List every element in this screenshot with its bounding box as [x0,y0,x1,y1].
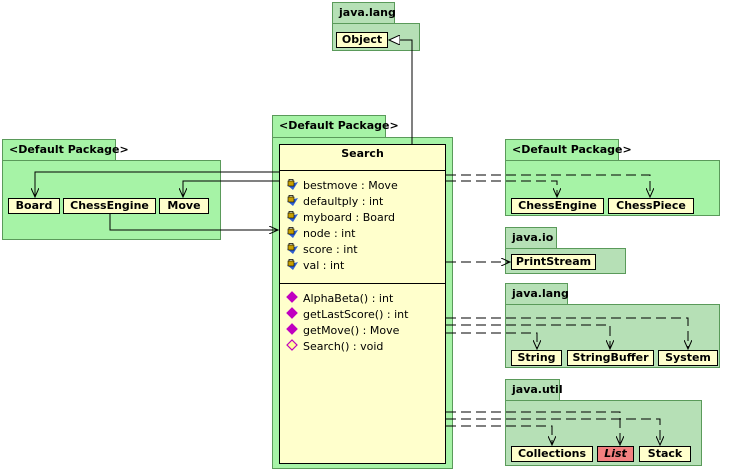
attributes-separator [280,170,445,171]
attribute-label: val : int [303,259,345,272]
package-tab-java-util: java.util [505,379,563,400]
dep-search-collections [446,425,552,445]
class-print-stream[interactable]: PrintStream [511,254,596,270]
attribute-label: score : int [303,243,358,256]
assoc-chessengine-search [109,214,278,230]
dep-search-system [446,317,688,349]
method-label: Search() : void [303,340,384,353]
class-move[interactable]: Move [159,198,209,214]
package-tab-default-center: <Default Package> [272,115,399,137]
dep-search-string [446,332,537,349]
package-tab-default-left: <Default Package> [2,139,129,160]
attribute-row[interactable]: node : int [286,226,356,241]
assoc-search-move [183,180,279,197]
attribute-row[interactable]: val : int [286,258,344,273]
private-field-icon [287,227,298,238]
attribute-label: node : int [303,227,356,240]
method-row[interactable]: AlphaBeta() : int [286,291,393,306]
class-string-buffer[interactable]: StringBuffer [567,350,654,366]
method-row[interactable]: getLastScore() : int [286,307,408,322]
attribute-row[interactable]: bestmove : Move [286,178,398,193]
assoc-search-board [35,171,279,197]
methods-separator [280,283,445,284]
attribute-row[interactable]: myboard : Board [286,210,395,225]
package-tab-java-io: java.io [505,227,557,248]
private-field-icon [287,259,298,270]
class-stack[interactable]: Stack [639,446,691,462]
class-system[interactable]: System [658,350,718,366]
method-label: getMove() : Move [303,324,400,337]
attribute-label: myboard : Board [303,211,396,224]
attribute-label: bestmove : Move [303,179,398,192]
class-string[interactable]: String [511,350,562,366]
package-tab-default-right: <Default Package> [505,139,632,160]
class-board[interactable]: Board [8,198,60,214]
class-object[interactable]: Object [336,32,388,48]
class-chess-engine-left[interactable]: ChessEngine [63,198,156,214]
package-tab-java-lang-right: java.lang [505,283,569,304]
interface-list[interactable]: List [597,446,634,462]
class-chess-engine-right[interactable]: ChessEngine [511,198,604,214]
class-chess-piece[interactable]: ChessPiece [608,198,694,214]
private-field-icon [287,195,298,206]
method-label: getLastScore() : int [303,308,409,321]
method-row[interactable]: getMove() : Move [286,323,399,338]
dep-search-stack [446,418,660,445]
attribute-row[interactable]: defaultply : int [286,194,383,209]
constructor-icon [286,339,298,351]
class-search[interactable]: Search bestmove : Move defaultply : int my… [279,144,446,464]
inheritance-search-object [389,40,413,144]
dep-search-stringbuffer [446,324,610,349]
dep-search-chessengine [446,180,557,197]
private-field-icon [287,243,298,254]
attribute-label: defaultply : int [303,195,384,208]
method-icon [286,307,298,319]
private-field-icon [287,211,298,222]
class-search-title: Search [341,147,384,160]
class-collections[interactable]: Collections [511,446,593,462]
dep-search-chesspiece [446,174,650,197]
method-icon [286,291,298,303]
method-label: AlphaBeta() : int [303,292,394,305]
dep-search-list [446,411,620,445]
method-icon [286,323,298,335]
attribute-row[interactable]: score : int [286,242,358,257]
package-tab-java-lang-top: java.lang [332,2,396,23]
private-field-icon [287,179,298,190]
method-row[interactable]: Search() : void [286,339,383,354]
